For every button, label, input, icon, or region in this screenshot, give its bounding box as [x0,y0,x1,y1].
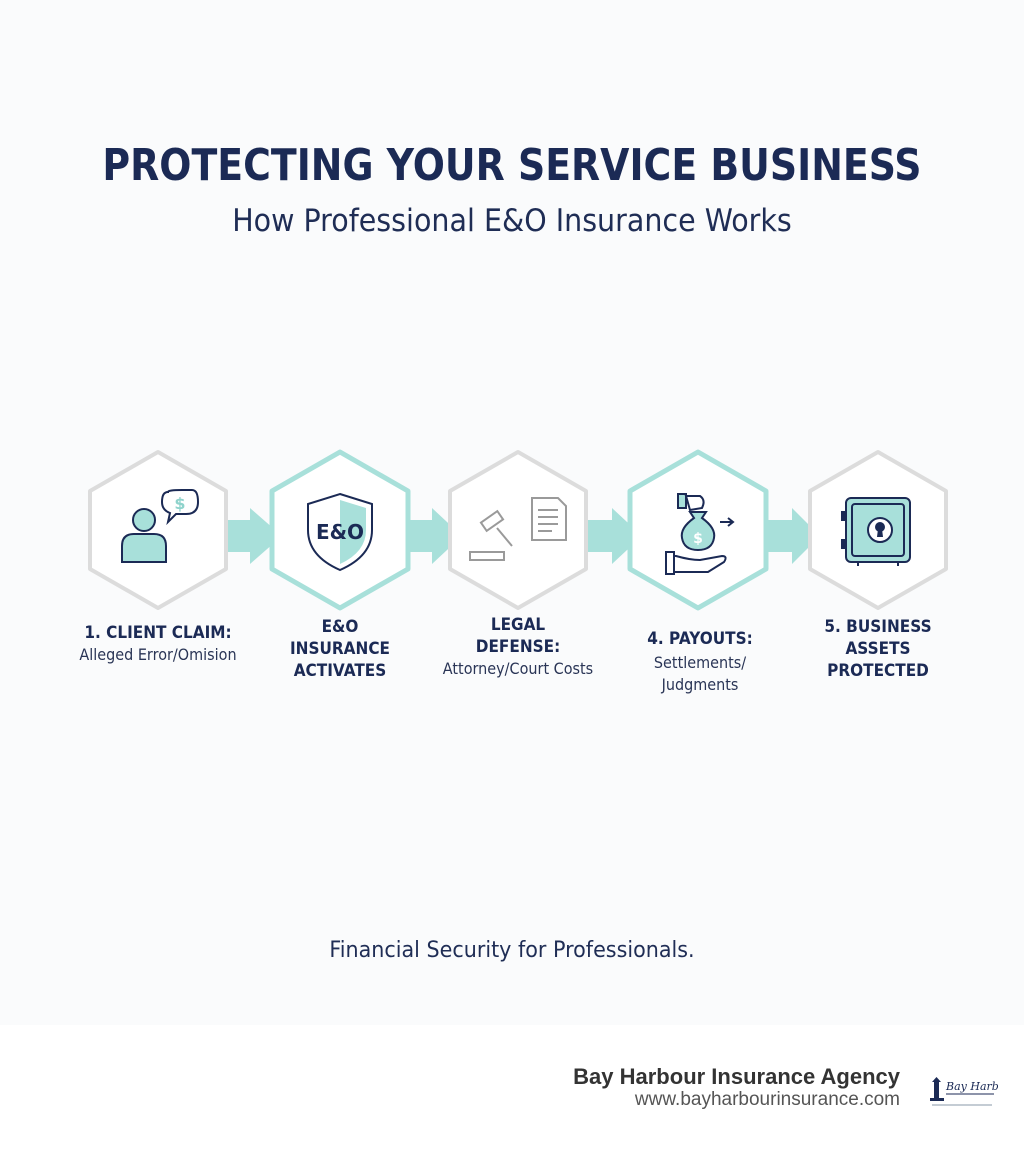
step-1-label: 1. CLIENT CLAIM: Alleged Error/Omision [68,622,248,666]
step-3-desc: Attorney/Court Costs [442,659,594,678]
arrow-4 [764,508,820,564]
step-4-label: 4. PAYOUTS: Settlements/ Judgments [620,628,780,696]
tagline: Financial Security for Professionals. [329,938,695,963]
person-speech-dollar-icon: $ [121,489,200,563]
step-4-desc-1: Settlements/ [653,653,747,672]
step-2-line-2: INSURANCE [289,639,391,659]
agency-name: Bay Harbour Insurance Agency [573,1064,900,1089]
agency-url[interactable]: www.bayharbourinsurance.com [634,1089,900,1110]
svg-text:$: $ [693,531,703,547]
page-subtitle: How Professional E&O Insurance Works [232,203,792,239]
lighthouse-icon [930,1077,944,1101]
gavel-document-icon [469,497,567,561]
step-5-line-3: PROTECTED [827,661,929,681]
step-1-hexagon: $ [88,450,228,610]
process-flow: $ E&O $ [88,449,948,611]
step-2-hexagon: E&O [269,449,411,611]
step-4-hexagon: $ [627,449,769,611]
step-5-line-2: ASSETS [845,639,911,659]
agency-logo: Bay Harbour [930,1077,998,1106]
footer [0,1025,1024,1154]
step-3-label: LEGAL DEFENSE: Attorney/Court Costs [430,614,606,680]
step-3-hexagon [448,450,588,610]
step-3-line-1: LEGAL [490,615,546,635]
arrow-3 [584,508,642,564]
svg-text:$: $ [174,494,185,513]
step-1-title: 1. CLIENT CLAIM: [84,623,232,643]
shield-eo-icon: E&O [307,492,373,572]
step-2-line-3: ACTIVATES [293,661,387,681]
shield-label: E&O [316,520,364,544]
logo-text: Bay Harbour [945,1080,998,1093]
page-title: PROTECTING YOUR SERVICE BUSINESS [102,140,922,191]
step-3-line-2: DEFENSE: [475,637,561,657]
money-bag-hand-icon: $ [665,493,735,575]
step-5-line-1: 5. BUSINESS [824,617,932,637]
step-1-desc: Alleged Error/Omision [79,645,237,664]
safe-icon [841,497,911,566]
step-2-line-1: E&O [321,617,359,637]
step-2-label: E&O INSURANCE ACTIVATES [270,616,410,682]
step-4-desc-2: Judgments [661,675,739,694]
step-5-hexagon [808,450,948,610]
step-4-title: 4. PAYOUTS: [647,629,753,649]
step-5-label: 5. BUSINESS ASSETS PROTECTED [800,616,956,682]
